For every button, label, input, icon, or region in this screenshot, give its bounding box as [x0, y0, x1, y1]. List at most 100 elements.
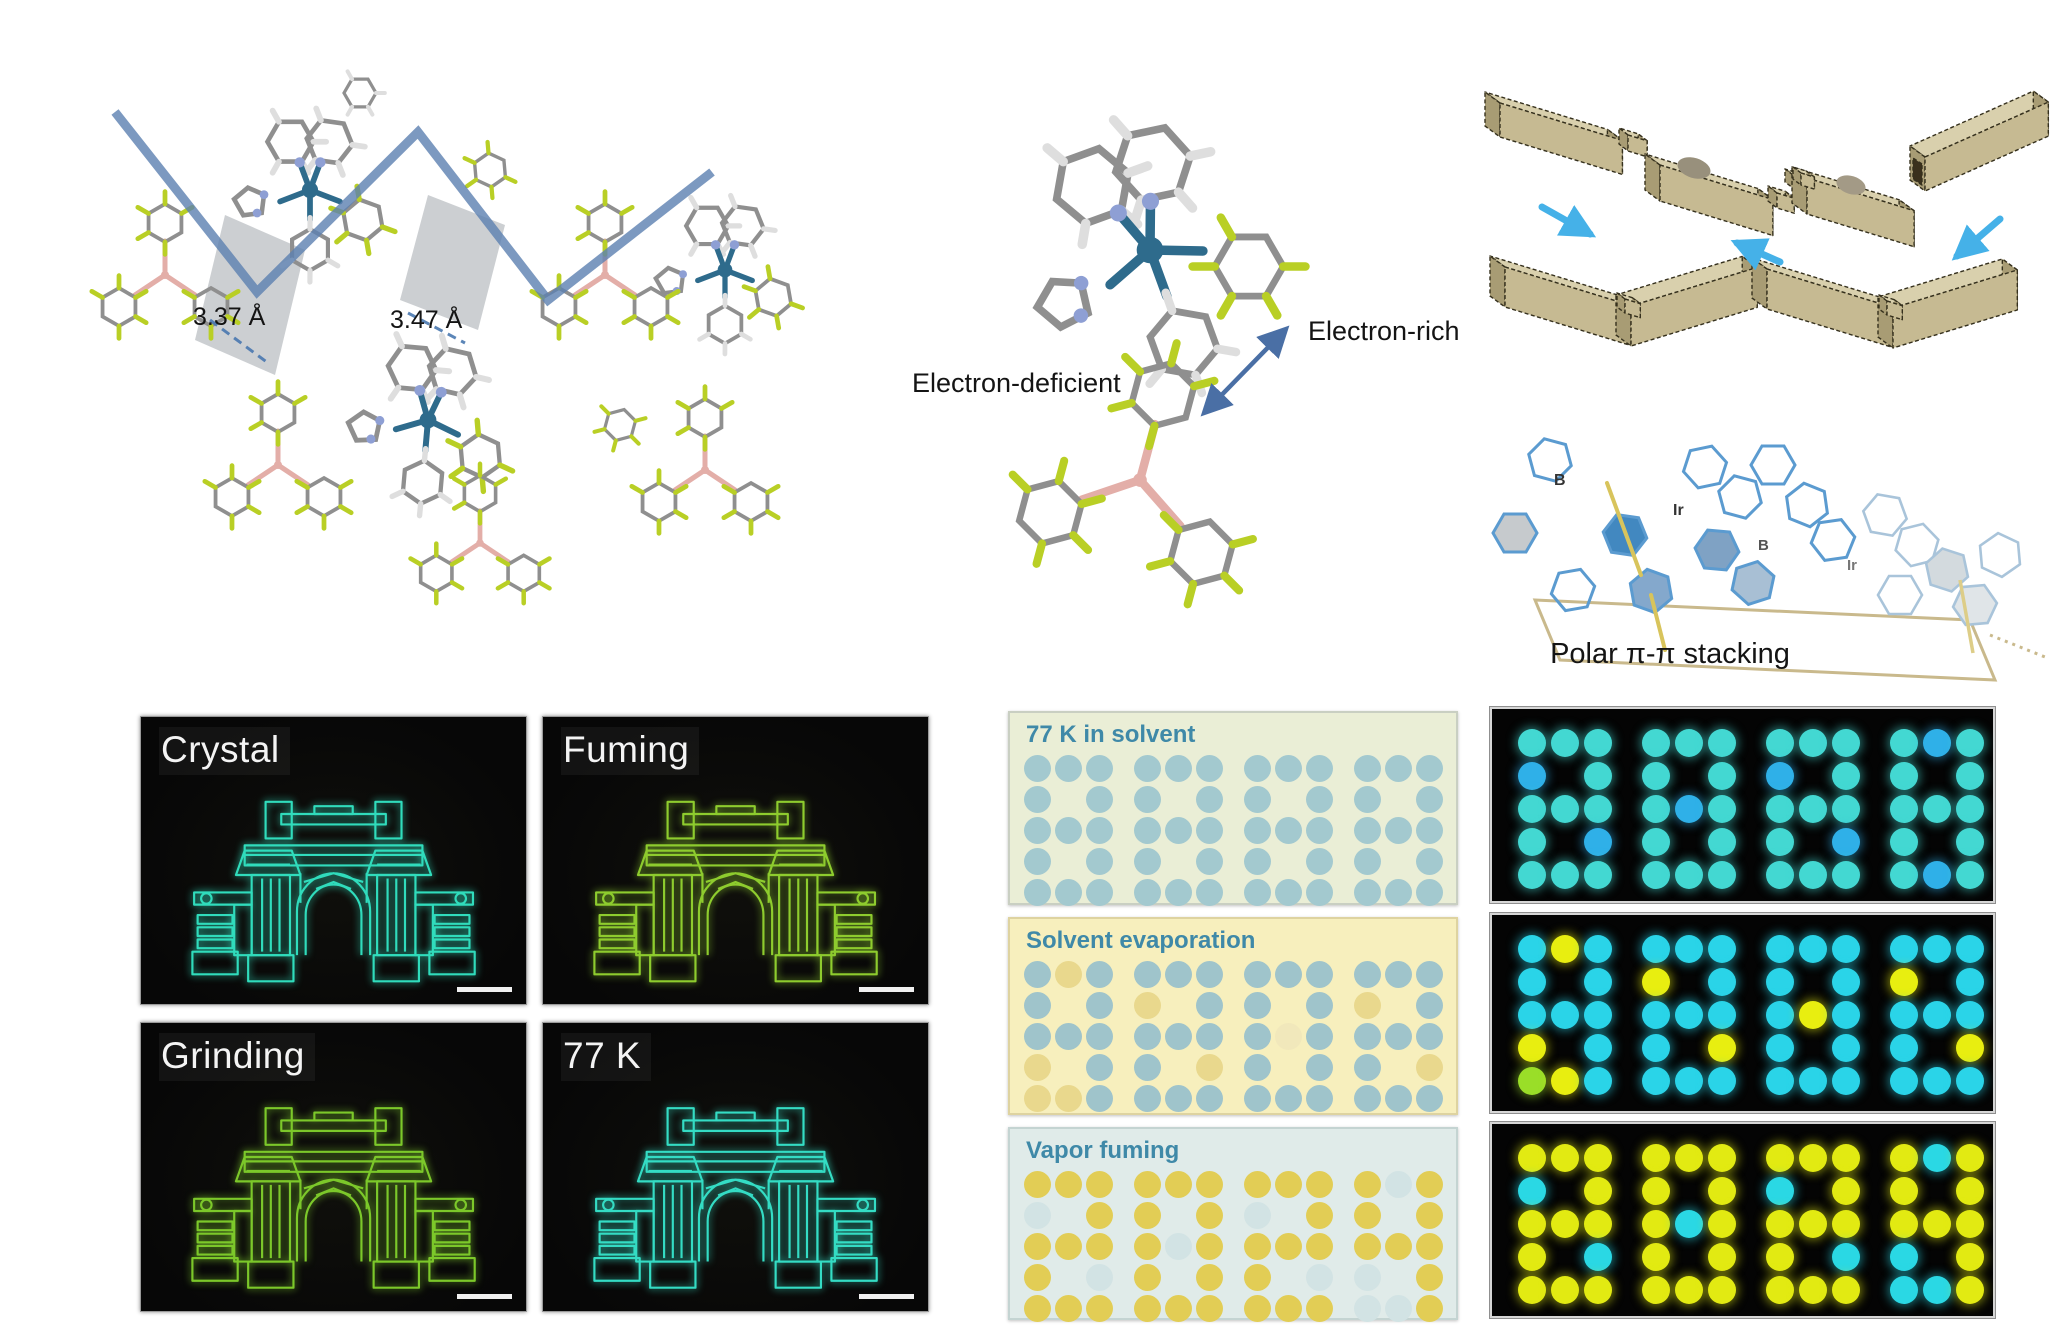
dot	[1306, 1171, 1333, 1198]
dot	[1766, 1276, 1794, 1304]
dot	[1890, 1034, 1918, 1062]
dot	[1416, 848, 1443, 875]
dot	[1642, 968, 1670, 996]
block-recess	[1677, 157, 1711, 179]
dot	[1923, 1210, 1951, 1238]
dot	[1923, 861, 1951, 889]
digit	[1354, 1171, 1443, 1322]
dot	[1354, 961, 1381, 988]
dot	[1518, 1177, 1546, 1205]
photo-label: Fuming	[561, 727, 700, 775]
dot	[1708, 861, 1736, 889]
molecule-cluster	[966, 69, 1354, 636]
dot	[1196, 786, 1223, 813]
digit	[1890, 935, 1984, 1095]
dot	[1306, 755, 1333, 782]
dot	[1416, 1085, 1443, 1112]
dot	[1675, 861, 1703, 889]
dot	[1244, 1054, 1271, 1081]
digit	[1024, 1171, 1113, 1322]
dot-diagram-title: 77 K in solvent	[1026, 721, 1196, 748]
dot	[1584, 935, 1612, 963]
led-grid	[1518, 935, 1993, 1095]
dot	[1306, 1202, 1333, 1229]
atom-label-b2: B	[1758, 537, 1769, 554]
dot	[1766, 1067, 1794, 1095]
electron-pair-panel: Electron-deficient Electron-rich	[912, 60, 1460, 580]
dot	[1306, 1085, 1333, 1112]
dot	[1708, 1034, 1736, 1062]
dot	[1165, 1295, 1192, 1322]
dot	[1306, 817, 1333, 844]
dot	[1584, 1210, 1612, 1238]
dot	[1642, 1243, 1670, 1271]
dot	[1956, 935, 1984, 963]
dot	[1055, 1171, 1082, 1198]
dot	[1385, 879, 1412, 906]
dot	[1890, 861, 1918, 889]
dot	[1306, 1023, 1333, 1050]
dot	[1244, 1264, 1271, 1291]
crystal-packing-panel: 3.37 Å 3.47 Å	[60, 75, 770, 565]
dot	[1354, 848, 1381, 875]
dot	[1244, 848, 1271, 875]
dot	[1416, 817, 1443, 844]
dot	[1799, 1276, 1827, 1304]
dot	[1165, 1085, 1192, 1112]
dot	[1518, 1276, 1546, 1304]
dot	[1024, 1171, 1051, 1198]
dot	[1306, 1054, 1333, 1081]
dot	[1766, 795, 1794, 823]
dot	[1923, 729, 1951, 757]
dot	[1196, 817, 1223, 844]
dot	[1675, 1001, 1703, 1029]
dot	[1086, 992, 1113, 1019]
dot-diagram-77k-solvent: 77 K in solvent	[1008, 711, 1458, 906]
dot	[1642, 1144, 1670, 1172]
dot	[1024, 848, 1051, 875]
dot	[1832, 1067, 1860, 1095]
dot	[1416, 1023, 1443, 1050]
dot	[1024, 817, 1051, 844]
dot	[1416, 992, 1443, 1019]
dot	[1675, 729, 1703, 757]
dot	[1196, 1054, 1223, 1081]
dot	[1518, 968, 1546, 996]
dot	[1832, 1001, 1860, 1029]
dot	[1551, 795, 1579, 823]
dot	[1675, 795, 1703, 823]
dot	[1766, 1210, 1794, 1238]
dot	[1766, 935, 1794, 963]
packing-chain-line	[111, 109, 715, 307]
dot	[1675, 1144, 1703, 1172]
dot	[1766, 1177, 1794, 1205]
dot	[1416, 1295, 1443, 1322]
molecule-cluster	[78, 71, 812, 610]
dot	[1086, 879, 1113, 906]
dot	[1385, 961, 1412, 988]
distance-label-2: 3.47 Å	[390, 304, 463, 334]
dot	[1086, 1233, 1113, 1260]
block-face	[1784, 168, 1794, 189]
digit	[1766, 729, 1860, 889]
dot	[1196, 1023, 1223, 1050]
dot	[1086, 1023, 1113, 1050]
dot	[1134, 879, 1161, 906]
dot	[1086, 1264, 1113, 1291]
dot-grid	[1024, 1171, 1456, 1322]
dot	[1766, 861, 1794, 889]
dot	[1708, 1144, 1736, 1172]
digit	[1244, 755, 1333, 906]
block-recess	[1836, 175, 1866, 195]
dot	[1584, 1067, 1612, 1095]
dot	[1024, 1202, 1051, 1229]
dot	[1134, 1085, 1161, 1112]
dot	[1055, 1295, 1082, 1322]
dot	[1385, 1233, 1412, 1260]
led-grid	[1518, 1144, 1993, 1304]
dot	[1708, 729, 1736, 757]
dot	[1675, 935, 1703, 963]
dot	[1165, 755, 1192, 782]
dot	[1584, 729, 1612, 757]
